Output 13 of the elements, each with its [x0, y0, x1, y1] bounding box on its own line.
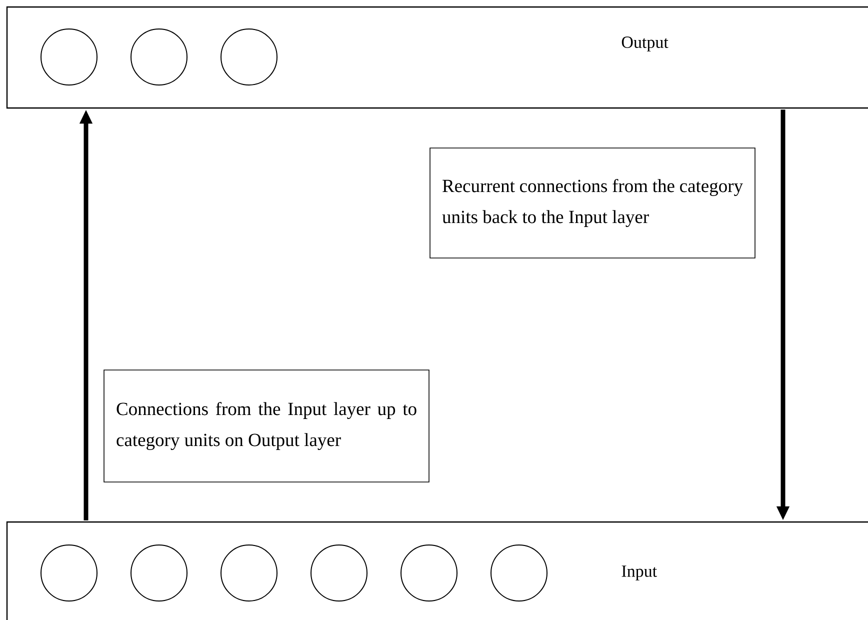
unit-circle	[40, 28, 98, 86]
unit-circle	[40, 544, 98, 602]
layer-box: Input	[6, 521, 868, 620]
unit-circle	[130, 28, 188, 86]
text-box: Connections from the Input layer up to category units on Output layer	[104, 370, 430, 482]
text-box: Recurrent connections from the category units back to the Input layer	[430, 148, 756, 258]
layer-box: Output	[6, 6, 868, 109]
unit-circle	[400, 544, 458, 602]
unit-circle	[130, 544, 188, 602]
unit-circle	[220, 28, 278, 86]
unit-circle	[220, 544, 278, 602]
unit-circle	[310, 544, 368, 602]
unit-circle	[490, 544, 548, 602]
